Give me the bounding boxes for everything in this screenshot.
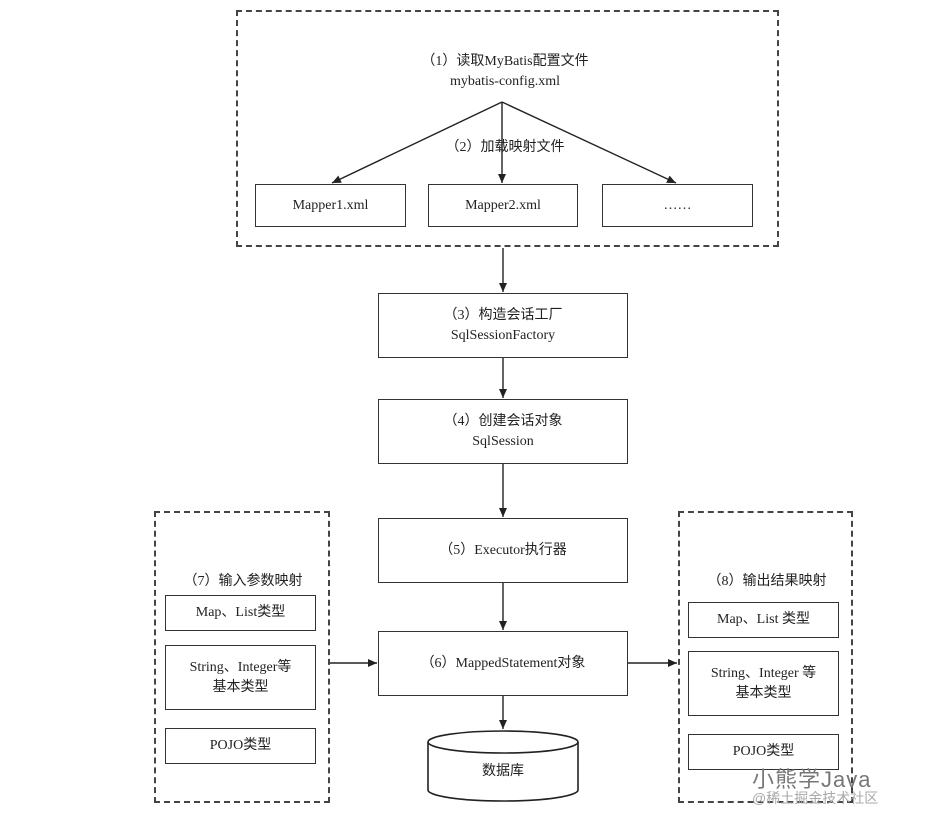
input-pojo-box: POJO类型 xyxy=(165,728,316,764)
output-map-list-box: Map、List 类型 xyxy=(688,602,839,638)
output-mapping-title: （8）输出结果映射 xyxy=(707,574,827,589)
database-cylinder xyxy=(427,730,579,802)
input-basic-types-box: String、Integer等 基本类型 xyxy=(165,645,316,710)
output-basic-types-line2: 基本类型 xyxy=(735,685,792,701)
step6-box: （6）MappedStatement对象 xyxy=(378,631,628,696)
mapper1-label: Mapper1.xml xyxy=(292,197,369,213)
mapper2-box: Mapper2.xml xyxy=(428,184,578,227)
input-pojo-label: POJO类型 xyxy=(209,738,272,753)
step6-title: （6）MappedStatement对象 xyxy=(420,655,586,671)
watermark-subtitle: @稀土掘金技术社区 xyxy=(752,790,879,806)
output-pojo-label: POJO类型 xyxy=(732,744,795,759)
input-mapping-title: （7）输入参数映射 xyxy=(183,574,303,589)
mapper-more-box: …… xyxy=(602,184,753,227)
output-pojo-box: POJO类型 xyxy=(688,734,839,770)
step4-box: （4）创建会话对象 SqlSession xyxy=(378,399,628,464)
output-map-list-label: Map、List 类型 xyxy=(717,612,810,627)
step1-filename: mybatis-config.xml xyxy=(449,74,561,89)
step3-class: SqlSessionFactory xyxy=(450,327,556,343)
watermark-title: 小熊学Java xyxy=(752,767,872,792)
step1-label: （1）读取MyBatis配置文件 mybatis-config.xml xyxy=(340,52,670,92)
step3-title: （3）构造会话工厂 xyxy=(443,307,563,323)
arrow-config-to-mapper-more xyxy=(501,101,677,184)
input-basic-types-line2: 基本类型 xyxy=(212,679,269,695)
config-group-frame xyxy=(236,10,779,247)
mapper2-label: Mapper2.xml xyxy=(465,197,541,213)
output-mapping-frame xyxy=(678,511,853,803)
output-basic-types-line1: String、Integer 等 xyxy=(710,665,817,681)
input-basic-types-line1: String、Integer等 xyxy=(189,659,292,675)
input-mapping-frame xyxy=(154,511,330,803)
step5-box: （5）Executor执行器 xyxy=(378,518,628,583)
step2-label: （2）加载映射文件 xyxy=(420,138,590,158)
input-map-list-box: Map、List类型 xyxy=(165,595,316,631)
output-basic-types-box: String、Integer 等 基本类型 xyxy=(688,651,839,716)
step4-title: （4）创建会话对象 xyxy=(443,413,563,429)
step3-box: （3）构造会话工厂 SqlSessionFactory xyxy=(378,293,628,358)
step1-title: （1）读取MyBatis配置文件 xyxy=(421,54,589,69)
step4-class: SqlSession xyxy=(472,433,534,449)
input-map-list-label: Map、List类型 xyxy=(195,605,286,620)
step5-title: （5）Executor执行器 xyxy=(439,542,567,558)
arrow-config-to-mapper1 xyxy=(331,101,503,184)
mapper-more-label: …… xyxy=(663,197,692,213)
database-label: 数据库 xyxy=(482,764,524,779)
mapper1-box: Mapper1.xml xyxy=(255,184,406,227)
